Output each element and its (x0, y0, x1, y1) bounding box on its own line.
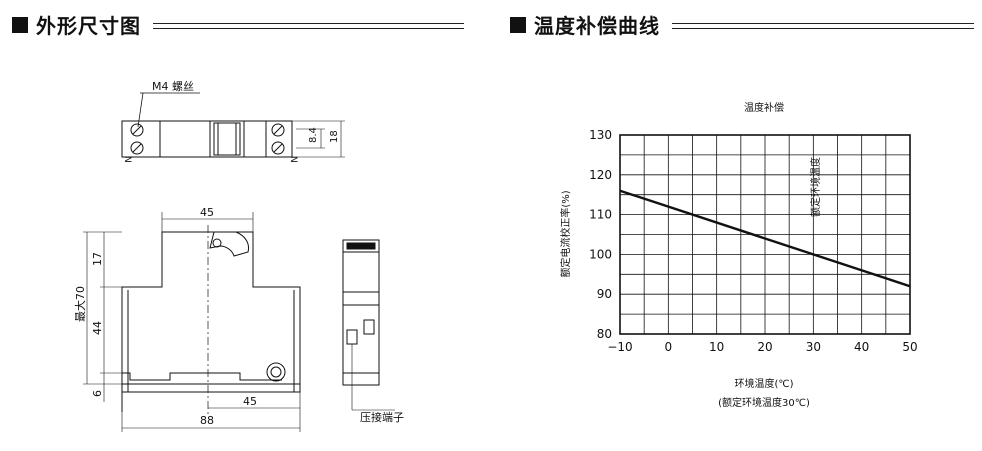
section-header-temp-curve: 温度补偿曲线 (510, 10, 974, 39)
terminal-n-label: N (288, 156, 298, 163)
dimension-drawing: M4 螺丝 N N 8.4 18 45 17 最大70 44 6 45 88 压… (73, 80, 404, 432)
header-double-rule (153, 22, 464, 29)
chart-grid (619, 134, 911, 335)
series-line (619, 189, 911, 288)
dim-88: 88 (200, 414, 214, 427)
x-tick-label: 10 (709, 340, 724, 354)
rated-ambient-annotation: 额定环境温度 (809, 157, 822, 217)
y-axis-ticks: 80 90 100 110 120 130 (589, 128, 612, 341)
y-tick-label: 80 (597, 327, 612, 341)
dim-18: 18 (329, 130, 340, 143)
section-title-dimensions: 外形尺寸图 (36, 14, 141, 38)
dim-6: 6 (91, 390, 104, 397)
section-title-temp-curve: 温度补偿曲线 (534, 14, 660, 38)
dim-17: 17 (91, 252, 104, 266)
x-tick-label: −10 (607, 340, 632, 354)
y-axis-label: 额定电流校正率(%) (559, 190, 572, 277)
dim-max70: 最大70 (73, 286, 87, 322)
dim-45-bottom: 45 (243, 395, 257, 408)
crimp-terminal-label: 压接端子 (360, 411, 404, 424)
x-tick-label: 20 (757, 340, 772, 354)
screw-label: M4 螺丝 (152, 80, 194, 93)
square-bullet-icon (12, 16, 28, 33)
section-header-dimensions: 外形尺寸图 (12, 10, 464, 39)
x-tick-label: 40 (854, 340, 869, 354)
plot-frame (619, 134, 911, 335)
y-tick-label: 90 (597, 287, 612, 301)
y-tick-label: 120 (589, 168, 612, 182)
y-tick-label: 130 (589, 128, 612, 142)
x-tick-label: 30 (806, 340, 821, 354)
x-axis-label: 环境温度(℃) (734, 377, 793, 390)
chart-title: 温度补偿 (744, 101, 784, 114)
dim-8-4: 8.4 (308, 127, 319, 143)
dim-44: 44 (91, 321, 104, 335)
y-tick-label: 110 (589, 208, 612, 222)
x-tick-label: 50 (902, 340, 917, 354)
x-axis-ticks: −10 0 10 20 30 40 50 (607, 340, 917, 354)
terminal-n-label: N (122, 156, 132, 163)
x-axis-sublabel: (额定环境温度30℃) (718, 396, 810, 409)
dim-45-top: 45 (200, 206, 214, 219)
chart-series (619, 189, 911, 288)
square-bullet-icon (510, 16, 526, 33)
x-tick-label: 0 (665, 340, 673, 354)
header-double-rule (672, 22, 974, 29)
y-tick-label: 100 (589, 247, 612, 261)
